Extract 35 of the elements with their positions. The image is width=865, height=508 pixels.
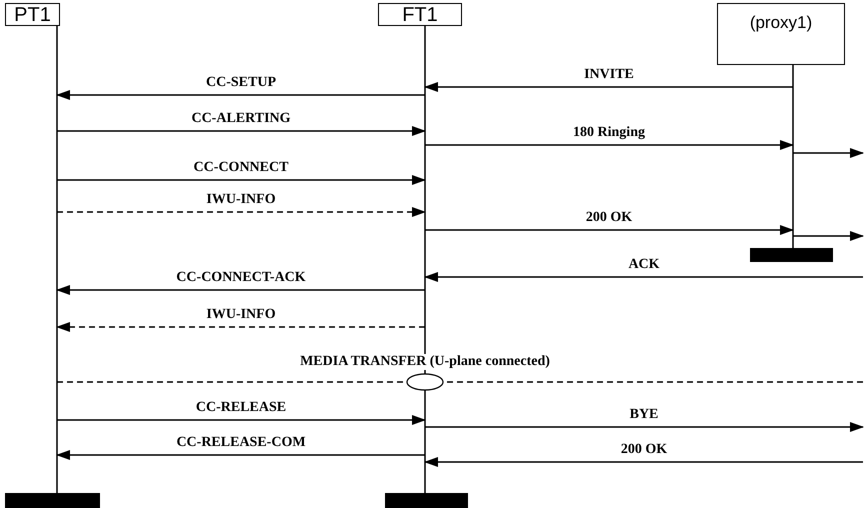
message-arrow	[425, 140, 794, 150]
message-arrow	[57, 207, 426, 217]
message-arrow	[424, 457, 863, 467]
lifeline-header: PT1	[5, 3, 60, 26]
message-arrow	[57, 175, 426, 185]
message-arrow	[57, 415, 426, 425]
message-arrow	[793, 231, 864, 241]
message-arrow	[424, 82, 793, 92]
message-label: MEDIA TRANSFER (U-plane connected)	[298, 354, 552, 370]
message-label: CC-RELEASE	[196, 400, 286, 416]
message-arrow	[425, 225, 794, 235]
lifeline-header: (proxy1)	[717, 3, 845, 65]
message-label: ACK	[628, 257, 660, 273]
message-label: IWU-INFO	[206, 192, 276, 208]
message-label: CC-ALERTING	[191, 111, 291, 127]
message-label: CC-RELEASE-COM	[176, 435, 306, 451]
message-label: 200 OK	[586, 210, 632, 226]
message-label: 180 Ringing	[573, 125, 645, 141]
message-arrow	[56, 285, 425, 295]
message-arrow	[56, 90, 425, 100]
message-arrow	[425, 422, 864, 432]
lifeline-header: FT1	[378, 3, 462, 26]
message-label: INVITE	[584, 67, 634, 83]
message-label: CC-SETUP	[206, 75, 276, 91]
message-arrow	[424, 272, 863, 282]
message-arrow	[57, 126, 426, 136]
message-label: BYE	[630, 407, 658, 423]
message-arrow	[56, 450, 425, 460]
message-label: 200 OK	[620, 442, 668, 458]
message-label: CC-CONNECT-ACK	[176, 270, 306, 286]
message-arrow	[56, 322, 425, 332]
media-line	[57, 381, 863, 383]
message-label: IWU-INFO	[206, 307, 276, 323]
message-arrow	[793, 148, 864, 158]
message-label: CC-CONNECT	[194, 160, 288, 176]
